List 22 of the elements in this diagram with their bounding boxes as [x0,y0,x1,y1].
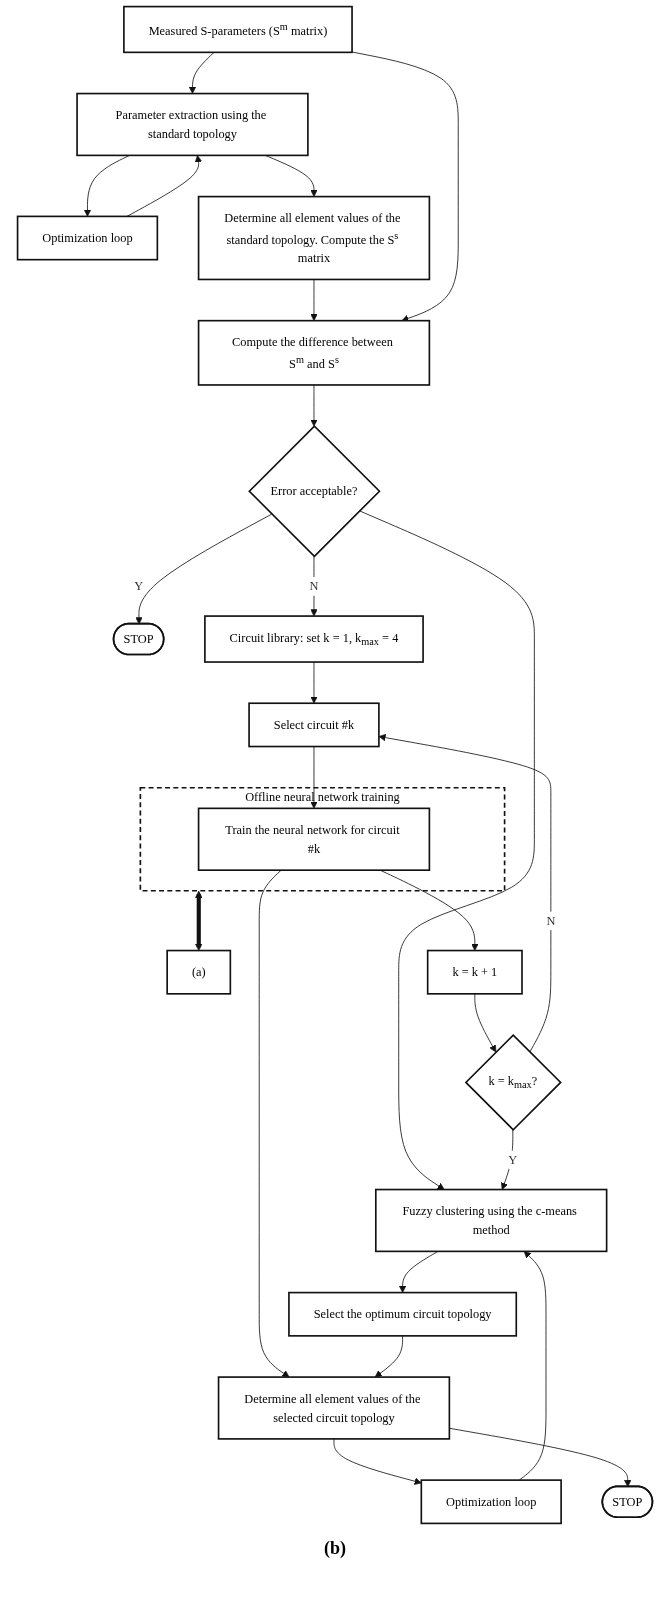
node-box: Measured S-parameters (S$^{m}$ matrix) [123,5,353,54]
node-box: Select the optimum circuit topology [288,1291,518,1337]
node-diamond: k = k$_{max}$? [464,1033,562,1131]
node-box: Fuzzy clustering using the c-means method [375,1188,608,1253]
node-box: k = k + 1 [426,949,523,995]
node-diamond: Error acceptable? [248,425,381,558]
node-box: Optimization loop [16,215,159,261]
figure-caption: (b) [323,1538,347,1559]
node-box: Optimization loop [420,1479,562,1525]
node-box: Select circuit #k [248,702,380,748]
node-box: Compute the difference between S$^{m}$ and S$^{s}$ [197,319,431,386]
node-box: Determine all element values of the standard topology. Compute the S$^{s}$ matrix [197,195,431,281]
node-box: Parameter extraction using the standard topology [76,92,309,157]
node-box: Circuit library: set k = 1, k$_{max}$ = 4 [204,615,424,663]
node-box: (a) [166,949,232,995]
node-box: Train the neural network for circuit #k [197,807,431,871]
edge-label: Y [134,579,144,593]
edge-label: Y [508,1152,518,1167]
edge-label: N [546,913,556,928]
arrow [195,890,203,951]
edge-label: N [309,579,319,593]
node-box: Determine all element values of the selected circuit topology [217,1376,451,1440]
